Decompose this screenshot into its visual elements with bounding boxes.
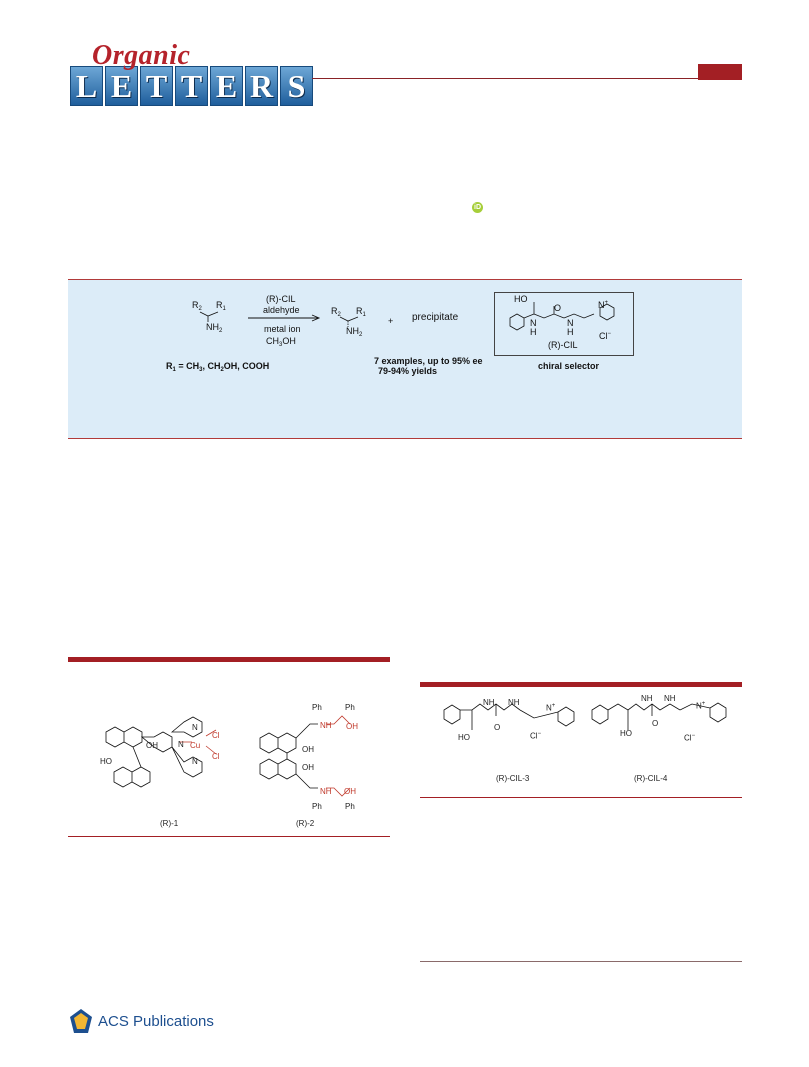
atom-n: N xyxy=(192,757,198,766)
reaction-arrow xyxy=(248,314,321,322)
logo-tile: T xyxy=(175,66,208,106)
results-yields: 79-94% yields xyxy=(378,366,438,376)
compound-label-2: (R)-2 xyxy=(296,819,315,828)
substrate-r2: R2 xyxy=(192,300,202,312)
condition-metal: metal ion xyxy=(264,324,301,334)
atom-oh: OH xyxy=(344,787,356,796)
precipitate-label: precipitate xyxy=(412,312,459,323)
logo-tile: E xyxy=(105,66,138,106)
atom-oh: OH xyxy=(302,745,314,754)
atom-n: N xyxy=(178,740,184,749)
product-r1: R1 xyxy=(356,306,366,318)
atom-n: NH xyxy=(508,698,520,707)
reagent-aldehyde: aldehyde xyxy=(263,305,300,315)
figure-bottom-rule xyxy=(68,836,390,837)
product-nh2: NH2 xyxy=(346,326,363,338)
atom-cu: Cu xyxy=(190,741,201,750)
selector-n-plus: N+ xyxy=(598,300,609,310)
selector-nh-2: N xyxy=(567,318,574,328)
journal-logo: L E T T E R S xyxy=(70,66,313,106)
atom-ho: HO xyxy=(100,757,112,766)
plus-sign: + xyxy=(388,316,394,326)
atom-cl: Cl xyxy=(212,752,220,761)
atom-o: O xyxy=(494,723,501,732)
atom-o: O xyxy=(652,719,659,728)
product-bonds xyxy=(339,316,359,327)
atom-cl: Cl− xyxy=(684,733,696,743)
atom-n: NH xyxy=(483,698,495,707)
substrate-r1: R1 xyxy=(216,300,226,312)
atom-oh: OH xyxy=(302,763,314,772)
selector-ho: HO xyxy=(514,294,528,304)
atom-cl: Cl xyxy=(212,731,220,740)
selector-h-2: H xyxy=(567,327,574,337)
structure-cil-4 xyxy=(591,702,727,730)
logo-tile: S xyxy=(280,66,313,106)
substrate-nh2: NH2 xyxy=(206,322,223,334)
atom-n: NH xyxy=(641,694,653,703)
publisher-name: ACS Publications xyxy=(98,1013,214,1030)
atom-n-plus: N+ xyxy=(546,703,556,713)
atom-oh: OH xyxy=(346,722,358,731)
r1-definition: R1 = CH3, CH2OH, COOH xyxy=(166,361,270,373)
logo-script: Organic xyxy=(92,40,191,71)
header-tab xyxy=(698,64,742,80)
orcid-icon[interactable]: iD xyxy=(472,202,483,213)
atom-ph: Ph xyxy=(345,802,355,811)
results-ee: 7 examples, up to 95% ee xyxy=(374,356,483,366)
reagent-cil: (R)-CIL xyxy=(266,294,296,304)
atom-n: N xyxy=(192,723,198,732)
structure-cil-3 xyxy=(443,703,575,730)
selector-frame xyxy=(494,292,634,356)
logo-tile: L xyxy=(70,66,103,106)
header-rule xyxy=(312,78,742,79)
atom-n: NH xyxy=(664,694,676,703)
atom-n-plus: N+ xyxy=(696,701,706,711)
selector-cl: Cl− xyxy=(599,331,612,341)
atom-ph: Ph xyxy=(312,802,322,811)
figure-bottom-rule xyxy=(420,797,742,798)
atom-nh: NH xyxy=(320,721,332,730)
structure-r-2 xyxy=(259,715,351,797)
condition-solvent: CH3OH xyxy=(266,336,296,348)
selector-h-1: H xyxy=(530,327,537,337)
atom-nh: NH xyxy=(320,787,332,796)
substrate-bonds xyxy=(199,311,219,322)
atom-ho: HO xyxy=(620,729,632,738)
figure-top-rule xyxy=(68,657,390,662)
product-r2: R2 xyxy=(331,306,341,318)
atom-cl: Cl− xyxy=(530,731,542,741)
atom-oh: OH xyxy=(146,741,158,750)
selector-nh-1: N xyxy=(530,318,537,328)
section-rule xyxy=(420,961,742,962)
selector-structure xyxy=(509,302,615,331)
acs-logo-icon xyxy=(70,1009,92,1033)
toc-graphic xyxy=(68,279,742,439)
figure-top-rule xyxy=(420,682,742,687)
atom-ho: HO xyxy=(458,733,470,742)
selector-name: (R)-CIL xyxy=(548,340,578,350)
logo-tile: E xyxy=(210,66,243,106)
selector-label: chiral selector xyxy=(538,361,600,371)
compound-label-1: (R)-1 xyxy=(160,819,179,828)
logo-tile: R xyxy=(245,66,278,106)
compound-label-3: (R)-CIL-3 xyxy=(496,774,530,783)
compound-label-4: (R)-CIL-4 xyxy=(634,774,668,783)
atom-ph: Ph xyxy=(312,703,322,712)
logo-tile: T xyxy=(140,66,173,106)
selector-o: O xyxy=(554,303,562,313)
atom-ph: Ph xyxy=(345,703,355,712)
structure-r-1 xyxy=(105,716,217,788)
